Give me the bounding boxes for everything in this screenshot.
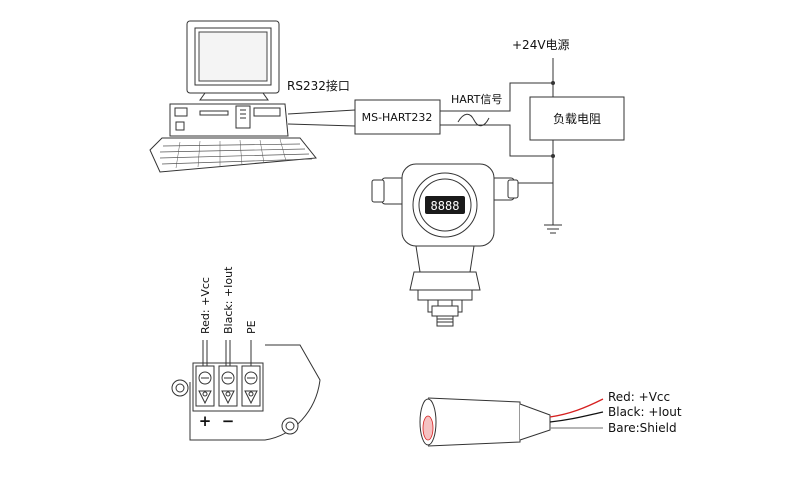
junction-dot — [551, 81, 555, 85]
lcd-text: 8888 — [431, 199, 460, 213]
cable-diagram — [419, 397, 604, 447]
computer-icon — [149, 20, 317, 173]
loop-wiring — [440, 58, 562, 234]
terminal-block-diagram — [171, 340, 321, 441]
terminal-pe-label: PE — [245, 320, 258, 334]
hart-modem-label: MS-HART232 — [362, 111, 433, 124]
hart-wave-icon — [457, 113, 490, 127]
cable-bare-label: Bare:Shield — [608, 421, 677, 435]
pressure-transmitter-icon: 8888 — [371, 163, 519, 327]
cable-cross-section — [422, 415, 434, 441]
cable-black-label: Black: +Iout — [608, 405, 682, 419]
rs232-cable — [287, 109, 356, 127]
rs232-label: RS232接口 — [287, 78, 350, 93]
red-wire — [549, 398, 604, 418]
power-supply-label: +24V电源 — [512, 38, 570, 52]
terminal-red-label: Red: +Vcc — [199, 277, 212, 334]
terminal-minus-sign: − — [222, 412, 235, 430]
cable-red-label: Red: +Vcc — [608, 390, 670, 404]
terminal-plus-sign: + — [199, 412, 212, 430]
black-wire — [549, 411, 604, 423]
hart-modem-box — [354, 99, 441, 135]
lcd-display — [425, 196, 465, 214]
terminal-black-label: Black: +Iout — [222, 266, 235, 334]
load-resistor-label: 负载电阻 — [553, 112, 601, 126]
load-resistor-box — [529, 96, 625, 141]
hart-signal-label: HART信号 — [451, 93, 502, 106]
